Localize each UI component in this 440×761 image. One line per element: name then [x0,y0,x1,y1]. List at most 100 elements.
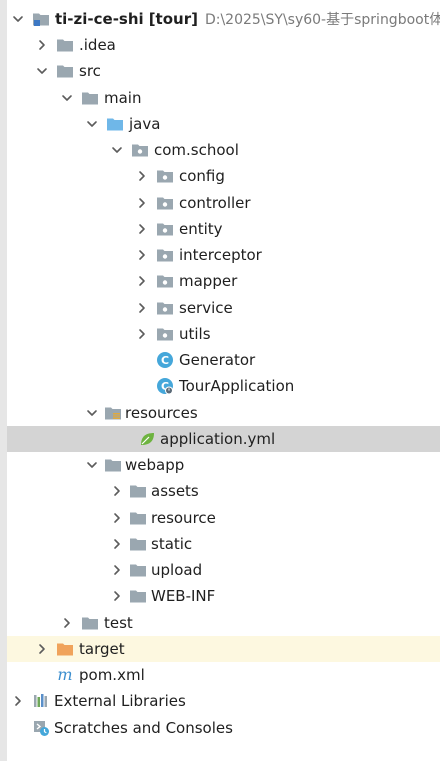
chevron-right-icon[interactable] [135,169,149,183]
tree-item-label: interceptor [179,246,262,264]
tree-row-utils[interactable]: utils [7,321,440,347]
folder-icon [129,535,147,553]
tree-item-label: webapp [125,456,185,474]
chevron-right-icon[interactable] [135,196,149,210]
chevron-right-icon[interactable] [110,511,124,525]
module-folder-icon [32,10,50,28]
tree-item-label: static [151,535,193,553]
tree-row-web-inf[interactable]: WEB-INF [7,583,440,609]
tree-row-controller[interactable]: controller [7,190,440,216]
tree-item-label: pom.xml [79,666,145,684]
tree-item-label: mapper [179,272,238,290]
module-badge: [tour] [148,10,198,28]
tree-row-project-root[interactable]: ti-zi-ce-shi [tour] D:\2025\SY\sy60-基于sp… [7,6,440,32]
tree-row-resources[interactable]: resources [7,400,440,426]
tree-row-mapper[interactable]: mapper [7,268,440,294]
tree-row-application-yml[interactable]: application.yml [7,426,440,452]
package-icon [156,299,174,317]
folder-icon [129,587,147,605]
chevron-down-icon[interactable] [85,406,99,420]
maven-icon [56,666,74,684]
chevron-down-icon[interactable] [110,143,124,157]
chevron-right-icon[interactable] [135,327,149,341]
folder-icon [56,62,74,80]
chevron-right-icon[interactable] [110,537,124,551]
chevron-right-icon[interactable] [35,642,49,656]
chevron-right-icon[interactable] [35,38,49,52]
tree-row-assets[interactable]: assets [7,478,440,504]
folder-icon [81,89,99,107]
tree-item-label: .idea [79,36,116,54]
tree-item-label: Scratches and Consoles [54,719,233,737]
tree-item-label: upload [151,561,203,579]
package-icon [156,167,174,185]
chevron-right-icon[interactable] [135,274,149,288]
tree-item-label: application.yml [160,430,276,448]
package-icon [131,141,149,159]
tree-item-label: TourApplication [179,377,295,395]
tree-row-pom-xml[interactable]: pom.xml [7,662,440,688]
chevron-right-icon[interactable] [135,248,149,262]
tree-row-src[interactable]: src [7,58,440,84]
chevron-right-icon[interactable] [135,301,149,315]
chevron-down-icon[interactable] [11,12,25,26]
tree-row-static[interactable]: static [7,531,440,557]
tree-row-java[interactable]: java [7,111,440,137]
chevron-down-icon[interactable] [60,91,74,105]
tree-item-label: utils [179,325,211,343]
folder-icon [129,482,147,500]
tree-item-label: test [104,614,133,632]
tree-item-label: controller [179,194,251,212]
tree-row-service[interactable]: service [7,295,440,321]
folder-icon [104,456,122,474]
tree-item-label: resources [125,404,198,422]
tree-item-label: main [104,89,142,107]
tree-row-main[interactable]: main [7,85,440,111]
resources-folder-icon [104,404,122,422]
folder-icon [129,561,147,579]
chevron-down-icon[interactable] [85,117,99,131]
tree-item-label: assets [151,482,199,500]
tree-row-scratches-and-consoles[interactable]: Scratches and Consoles [7,715,440,741]
folder-icon [129,509,147,527]
tree-row-resource[interactable]: resource [7,505,440,531]
chevron-right-icon[interactable] [135,222,149,236]
chevron-right-icon[interactable] [60,616,74,630]
package-icon [156,325,174,343]
tree-row-idea[interactable]: .idea [7,32,440,58]
tree-item-label: config [179,167,225,185]
tree-row-com-school[interactable]: com.school [7,137,440,163]
chevron-right-icon[interactable] [110,589,124,603]
tree-item-label: src [79,62,101,80]
tree-item-label: WEB-INF [151,587,216,605]
project-name: ti-zi-ce-shi [55,10,144,28]
chevron-right-icon[interactable] [11,694,25,708]
tree-item-label: java [129,115,161,133]
package-icon [156,272,174,290]
tree-row-external-libraries[interactable]: External Libraries [7,688,440,714]
package-icon [156,220,174,238]
project-path: D:\2025\SY\sy60-基于springboot体 [204,12,440,28]
package-icon [156,246,174,264]
tree-row-interceptor[interactable]: interceptor [7,242,440,268]
tree-row-generator[interactable]: Generator [7,347,440,373]
tree-row-tour-application[interactable]: TourApplication [7,373,440,399]
tree-row-test[interactable]: test [7,610,440,636]
tree-row-entity[interactable]: entity [7,216,440,242]
tree-item-label: entity [179,220,223,238]
tree-item-label: Generator [179,351,256,369]
chevron-right-icon[interactable] [110,563,124,577]
chevron-down-icon[interactable] [85,458,99,472]
tree-row-target[interactable]: target [7,636,440,662]
tree-row-upload[interactable]: upload [7,557,440,583]
chevron-right-icon[interactable] [110,484,124,498]
excluded-folder-icon [56,640,74,658]
chevron-down-icon[interactable] [35,64,49,78]
tree-row-webapp[interactable]: webapp [7,452,440,478]
java-class-icon [156,351,174,369]
tree-row-config[interactable]: config [7,163,440,189]
tree-item-label: resource [151,509,216,527]
source-folder-icon [106,115,124,133]
scratches-icon [32,719,50,737]
